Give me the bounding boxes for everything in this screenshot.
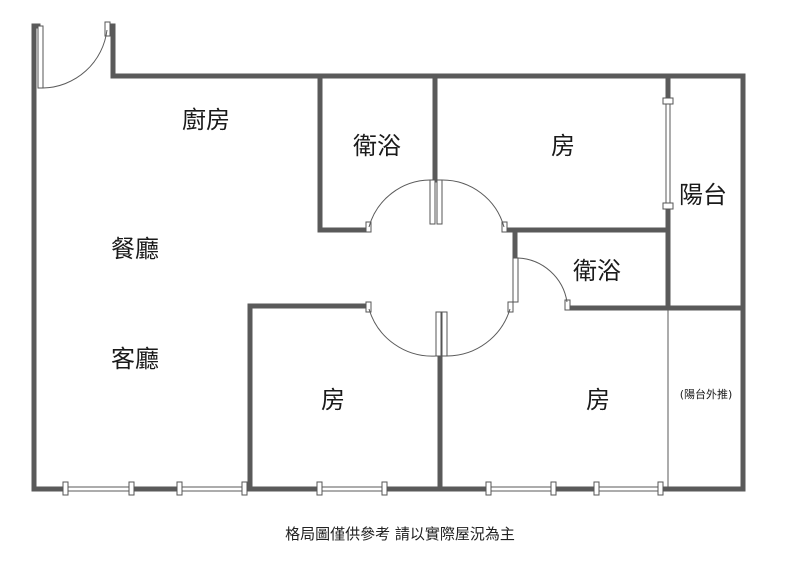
label-bath-right: 衛浴 bbox=[573, 257, 621, 285]
label-balcony: 陽台 bbox=[679, 181, 727, 209]
entrance-door[interactable] bbox=[37, 21, 111, 89]
interior-walls bbox=[247, 73, 746, 492]
disclaimer-text: 格局圖僅供參考 請以實際屋況為主 bbox=[285, 525, 515, 543]
label-balcony-enclosed: (陽台外推) bbox=[680, 387, 733, 401]
label-bedroom-left: 房 bbox=[321, 386, 345, 414]
bedroom-left-door[interactable] bbox=[365, 301, 442, 357]
label-living: 客廳 bbox=[111, 345, 159, 373]
label-dining: 餐廳 bbox=[111, 235, 159, 263]
bedroom-top-door[interactable] bbox=[436, 179, 508, 233]
label-kitchen: 廚房 bbox=[182, 106, 230, 134]
balcony-windows bbox=[662, 97, 674, 489]
windows bbox=[62, 481, 664, 496]
bath-top-door[interactable] bbox=[365, 179, 436, 233]
label-bedroom-right: 房 bbox=[586, 386, 610, 414]
room-labels: 廚房 餐廳 客廳 衛浴 房 陽台 衛浴 房 房 (陽台外推) bbox=[111, 106, 732, 414]
label-bath-top: 衛浴 bbox=[353, 132, 401, 160]
bath-right-door[interactable] bbox=[512, 257, 571, 311]
bedroom-right-door[interactable] bbox=[441, 301, 514, 357]
label-bedroom-top: 房 bbox=[551, 132, 575, 160]
outer-walls bbox=[31, 23, 746, 492]
